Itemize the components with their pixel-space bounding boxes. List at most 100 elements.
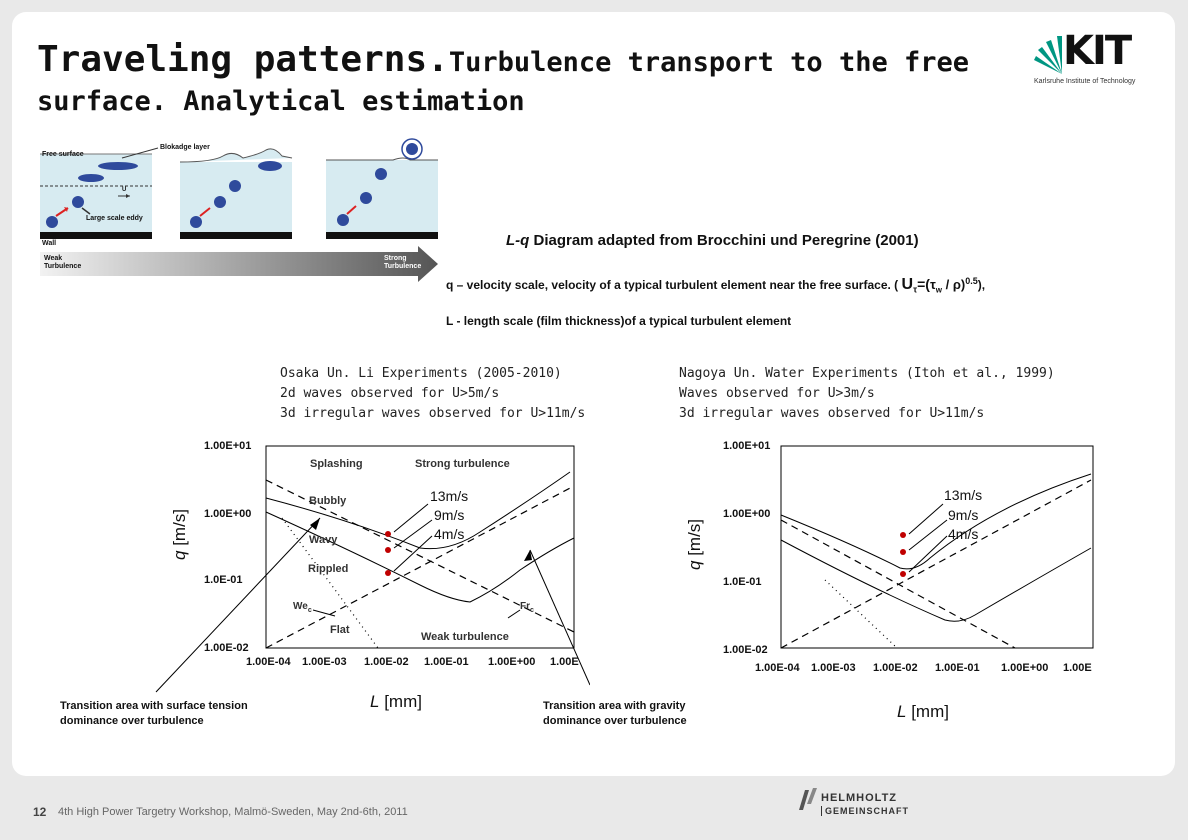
right-x-label: L [mm] <box>897 702 949 722</box>
left-y-label: q [m/s] <box>170 509 190 560</box>
q-def-end: ), <box>977 278 986 292</box>
left-exp-line-2: 2d waves observed for U>5m/s <box>280 386 500 401</box>
left-xtick-3: 1.00E-02 <box>364 656 409 668</box>
q-def-u: U <box>901 276 914 293</box>
left-speed-13: 13m/s <box>430 488 469 504</box>
region-we: Wec <box>293 601 312 614</box>
title-line-2: surface. Analytical estimation <box>37 86 525 117</box>
q-def-rho: / ρ <box>941 277 961 292</box>
left-xtick-5: 1.00E+00 <box>488 656 536 668</box>
fr-text: Fr <box>520 601 530 612</box>
left-lq-chart: 1.00E+01 1.00E+00 1.0E-01 1.00E-02 1.00E… <box>150 430 590 720</box>
right-ylabel-q: q <box>685 560 704 570</box>
right-ytick-2: 1.00E+00 <box>723 508 771 520</box>
left-x-label: L [mm] <box>370 692 422 712</box>
we-text: We <box>293 601 308 612</box>
fr-sub: c <box>530 607 534 614</box>
slide <box>12 12 1175 776</box>
right-chart-svg <box>780 445 1094 649</box>
left-exp-line-1: Osaka Un. Li Experiments (2005-2010) <box>280 366 562 381</box>
annot-left-2: dominance over turbulence <box>60 715 204 727</box>
region-flat: Flat <box>330 624 350 636</box>
left-xlabel-unit: [mm] <box>379 692 422 711</box>
l-definition: L - length scale (film thickness)of a ty… <box>446 314 792 328</box>
label-wall: Wall <box>42 240 57 247</box>
q-def-w: w <box>935 285 942 295</box>
left-ytick-2: 1.00E+00 <box>204 508 252 520</box>
right-xtick-1: 1.00E-04 <box>755 662 800 674</box>
right-xtick-3: 1.00E-02 <box>873 662 918 674</box>
left-chart-svg <box>155 445 590 693</box>
helmholtz-logo: HELMHOLTZ GEMEINSCHAFT <box>795 786 908 826</box>
title-rest: Turbulence transport to the free <box>448 47 969 78</box>
left-ytick-4: 1.00E-02 <box>204 642 249 654</box>
left-xtick-2: 1.00E-03 <box>302 656 347 668</box>
left-speed-9: 9m/s <box>434 507 465 523</box>
annot-left-1: Transition area with surface tension <box>60 700 248 712</box>
kit-letters: KIT <box>1063 28 1132 74</box>
footer-text: 4th High Power Targetry Workshop, Malmö-… <box>58 806 408 818</box>
q-def-text: q – velocity scale, velocity of a typica… <box>446 278 902 292</box>
right-lq-chart: 1.00E+01 1.00E+00 1.0E-01 1.00E-02 1.00E… <box>675 430 1095 722</box>
right-y-label: q [m/s] <box>685 519 705 570</box>
q-def-tau: τ <box>913 284 918 295</box>
q-def-mid: =( <box>917 276 930 292</box>
region-strong: Strong turbulence <box>415 458 510 470</box>
annotation-surface-tension: Transition area with surface tension dom… <box>60 699 248 729</box>
left-xtick-6: 1.00E <box>550 656 579 668</box>
right-xtick-6: 1.00E <box>1063 662 1092 674</box>
left-speed-4: 4m/s <box>434 526 465 542</box>
right-xtick-4: 1.00E-01 <box>935 662 980 674</box>
right-ylabel-unit: [m/s] <box>685 518 704 561</box>
right-speed-13: 13m/s <box>944 487 983 503</box>
right-ytick-3: 1.0E-01 <box>723 576 762 588</box>
left-xtick-1: 1.00E-04 <box>246 656 291 668</box>
q-definition: q – velocity scale, velocity of a typica… <box>446 276 985 294</box>
left-experiment: Osaka Un. Li Experiments (2005-2010) 2d … <box>280 364 585 424</box>
region-fr: Frc <box>520 601 534 614</box>
region-splashing: Splashing <box>310 458 363 470</box>
right-xtick-5: 1.00E+00 <box>1001 662 1049 674</box>
left-ytick-1: 1.00E+01 <box>204 440 252 452</box>
left-xtick-4: 1.00E-01 <box>424 656 469 668</box>
turbulence-panels-svg <box>40 138 438 282</box>
kit-logo: KIT Karlsruhe Institute of Technology <box>1030 28 1150 90</box>
region-wavy: Wavy <box>309 534 338 546</box>
label-blockage-layer: Blokadge layer <box>160 144 210 151</box>
right-experiment: Nagoya Un. Water Experiments (Itoh et al… <box>679 364 1055 424</box>
diagram-caption-title: L-q Diagram adapted from Brocchini und P… <box>506 232 919 249</box>
right-exp-line-1: Nagoya Un. Water Experiments (Itoh et al… <box>679 366 1055 381</box>
region-bubbly: Bubbly <box>309 495 347 507</box>
right-exp-line-3: 3d irregular waves observed for U>11m/s <box>679 406 985 421</box>
title-big: Traveling patterns. <box>37 39 449 80</box>
left-xticks: 1.00E-04 1.00E-03 1.00E-02 1.00E-01 1.00E+00… <box>246 656 579 668</box>
annot-right-2: dominance over turbulence <box>543 715 687 727</box>
right-xtick-2: 1.00E-03 <box>811 662 856 674</box>
kit-fan-icon <box>1034 36 1062 74</box>
slide-title: Traveling patterns.Turbulence transport … <box>37 34 997 92</box>
region-weak: Weak turbulence <box>421 631 509 643</box>
left-exp-line-3: 3d irregular waves observed for U>11m/s <box>280 406 586 421</box>
region-rippled: Rippled <box>308 563 349 575</box>
label-free-surface: Free surface <box>42 151 84 158</box>
we-sub: c <box>307 607 312 614</box>
helmholtz-line-1: HELMHOLTZ <box>821 792 898 804</box>
helmholtz-line-2: GEMEINSCHAFT <box>821 806 909 816</box>
kit-subtitle: Karlsruhe Institute of Technology <box>1034 78 1136 85</box>
right-speed-9: 9m/s <box>948 507 979 523</box>
right-xlabel-l: L <box>897 702 907 721</box>
right-ytick-4: 1.00E-02 <box>723 644 768 656</box>
left-ylabel-unit: [m/s] <box>170 508 189 551</box>
q-def-tauw: τ <box>929 277 936 292</box>
label-u: U <box>122 187 127 193</box>
left-xlabel-l: L <box>370 692 380 711</box>
annotation-gravity: Transition area with gravity dominance o… <box>543 699 687 729</box>
annot-right-1: Transition area with gravity <box>543 700 686 712</box>
left-ylabel-q: q <box>170 550 189 560</box>
label-large-eddy: Large scale eddy <box>86 215 143 222</box>
left-ytick-3: 1.0E-01 <box>204 574 243 586</box>
right-xticks: 1.00E-04 1.00E-03 1.00E-02 1.00E-01 1.00E+00… <box>755 662 1092 674</box>
page-number: 12 <box>33 805 47 819</box>
label-weak: Weak Turbulence <box>44 255 82 270</box>
caption-lq: L-q <box>506 232 530 249</box>
